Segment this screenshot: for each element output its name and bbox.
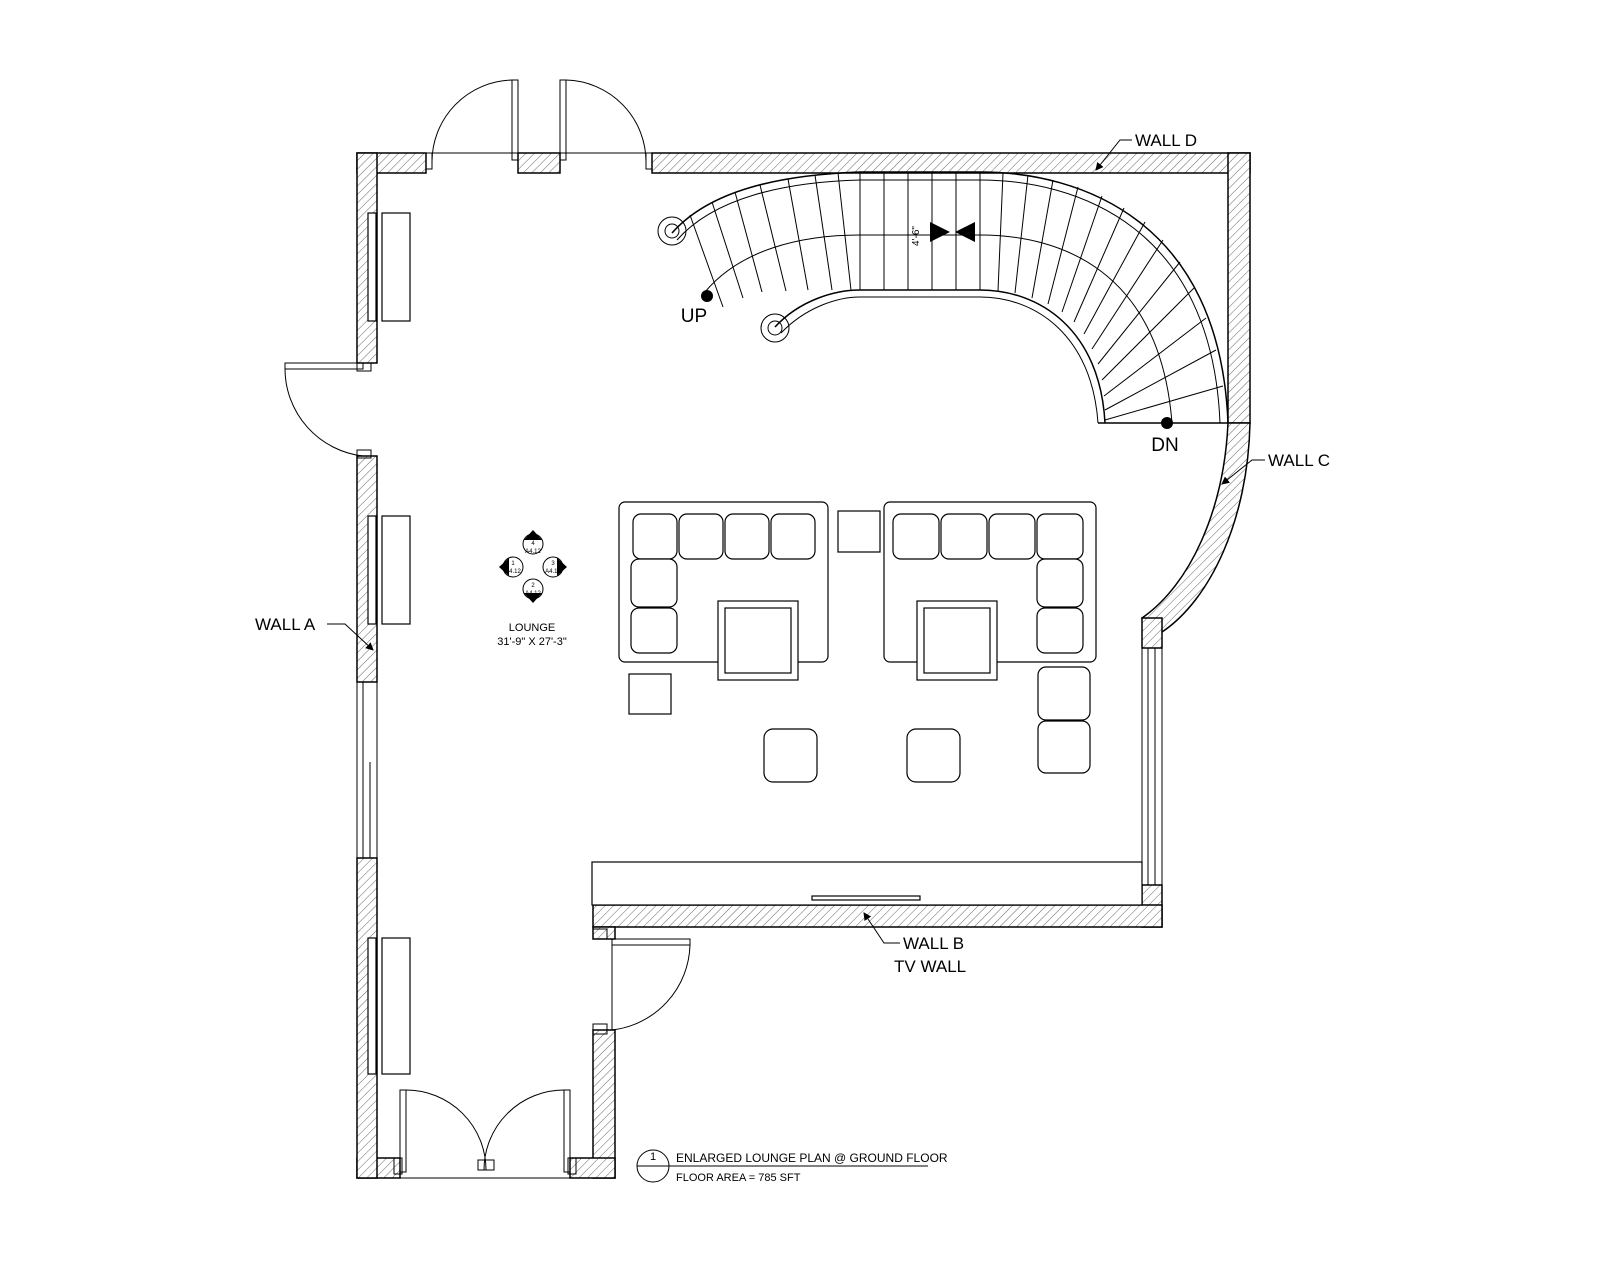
stair-tread: [734, 191, 763, 293]
stair-down-dot: [1161, 417, 1173, 429]
wall-b-sublabel: TV WALL: [894, 957, 966, 976]
left-window: [356, 682, 378, 858]
elev-bottom-ref: A4.12: [525, 591, 541, 597]
stair-tread: [787, 178, 809, 291]
elevation-marker: 4 A4.12 1 A4.12 3 A4.12 2 A4.12: [499, 530, 567, 603]
title-number: 1: [650, 1151, 656, 1163]
doors: [284, 79, 691, 1179]
furniture: [367, 212, 1143, 1075]
stair-tread: [1091, 239, 1164, 350]
stair-tread: [1047, 186, 1079, 305]
stair-tread: [1073, 207, 1125, 323]
stair-tread: [1061, 195, 1103, 313]
stair-tread: [689, 214, 724, 308]
elev-top-num: 4: [531, 541, 535, 547]
right-window: [1141, 648, 1163, 885]
wall-label-c-group: WALL C: [1221, 451, 1330, 485]
stair-tread: [711, 201, 744, 299]
room-size: 31'-9" X 27'-3": [497, 636, 567, 648]
stair-tread: [1097, 261, 1181, 365]
stair-tread: [1104, 385, 1224, 421]
wall-label-b-group: WALL B TV WALL: [863, 912, 966, 976]
stair-tread: [759, 184, 787, 292]
stair-tread: [837, 172, 852, 291]
stair-tread: [1083, 221, 1146, 335]
stair-tread: [814, 174, 833, 291]
drawing-title-block: 1 ENLARGED LOUNGE PLAN @ GROUND FLOOR FL…: [636, 1149, 948, 1184]
wall-a-label: WALL A: [255, 615, 316, 634]
stair-tread: [1101, 287, 1195, 381]
title-subtitle: FLOOR AREA = 785 SFT: [676, 1172, 801, 1184]
stair-width-dimension: 4'-6": [911, 226, 922, 246]
stair-break-arrow-left: [930, 222, 950, 242]
wall-label-d-group: WALL D: [1095, 131, 1197, 171]
elev-right-num: 3: [551, 561, 555, 567]
walls: [356, 152, 1251, 1179]
stair-tread: [1031, 179, 1054, 299]
wall-b-label: WALL B: [903, 934, 964, 953]
stair-tread: [1104, 349, 1217, 411]
wall-d-label: WALL D: [1135, 131, 1197, 150]
elev-right-ref: A4.12: [545, 569, 561, 575]
stair-break-arrow-right: [955, 222, 975, 242]
wall-c-label: WALL C: [1268, 451, 1330, 470]
stair-down-label: DN: [1151, 435, 1178, 456]
room-name: LOUNGE: [509, 622, 555, 634]
elev-top-ref: A4.12: [525, 549, 541, 555]
wall-label-a-group: WALL A: [255, 615, 374, 651]
stair-tread: [997, 172, 1004, 292]
staircase: UP DN 4'-6": [657, 171, 1229, 456]
elev-left-ref: A4.12: [505, 569, 521, 575]
title-text: ENLARGED LOUNGE PLAN @ GROUND FLOOR: [676, 1151, 948, 1165]
stair-tread: [1014, 174, 1029, 294]
stair-up-dot: [701, 290, 713, 302]
stair-up-label: UP: [681, 306, 707, 327]
elev-bottom-num: 2: [531, 583, 535, 589]
stair-tread: [1103, 317, 1207, 397]
elev-left-num: 1: [511, 561, 515, 567]
